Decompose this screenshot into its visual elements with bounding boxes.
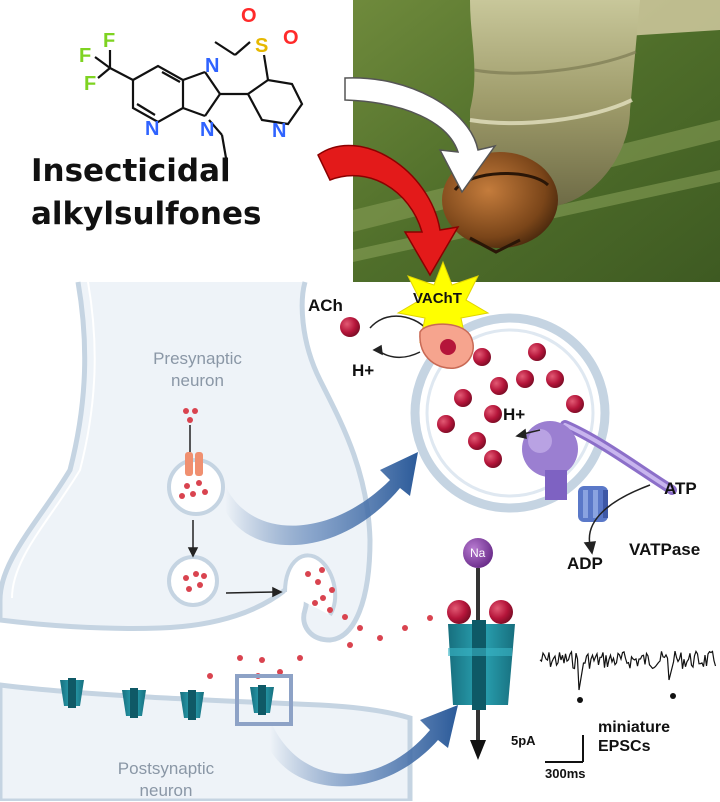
receptor-2: [122, 688, 146, 718]
receptor-3: [180, 690, 204, 720]
oxygen-atom-1: O: [241, 5, 257, 27]
caterpillar-photo: [353, 0, 720, 282]
sulfur-atom: S: [255, 35, 268, 57]
fluorine-atom-2: F: [103, 30, 115, 52]
vacht-transporter: [419, 323, 474, 369]
title-line-1: Insecticidal: [31, 153, 231, 189]
receptor-zoom-box: [235, 674, 293, 726]
nitrogen-atom-4: N: [272, 120, 286, 142]
blue-arrow-lower: [270, 705, 458, 787]
nitrogen-atom-2: N: [205, 55, 219, 77]
postsynaptic-label: Postsynaptic neuron: [106, 758, 226, 802]
epsc-trace: [539, 650, 717, 763]
adp-label: ADP: [567, 554, 603, 573]
molecule-atoms: F F F N N N N S O O: [79, 5, 299, 142]
postsynaptic-receptors: [60, 674, 293, 726]
vatpase-label: VATPase: [629, 540, 701, 559]
proton-out-label: H+: [352, 361, 375, 380]
sodium-label: Na: [470, 546, 486, 560]
curved-arrow-icon: [317, 77, 497, 277]
proton-in-label: H+: [503, 405, 526, 424]
blue-arrow-upper: [225, 452, 418, 546]
release-pathway-arrows: [187, 425, 283, 598]
receptor-1: [60, 678, 84, 708]
oxygen-atom-2: O: [283, 27, 299, 49]
alkylsulfone-molecule: [94, 41, 304, 159]
fluorine-atom-1: F: [79, 45, 91, 67]
postsynaptic-label-line-1: Postsynaptic: [117, 759, 215, 778]
title-line-2: alkylsulfones: [31, 196, 262, 232]
acetylcholine-molecules: [340, 317, 584, 468]
scale-current-label: 5pA: [511, 733, 536, 748]
presynaptic-label-line-2: neuron: [171, 371, 224, 390]
epsc-label-line-1: miniature: [598, 719, 671, 736]
receptor-4: [250, 685, 274, 715]
neurotransmitter-dots: [179, 408, 433, 679]
vesicle-filled: [167, 555, 219, 607]
epsc-label: miniature EPSCs: [598, 718, 670, 756]
ach-label: ACh: [308, 296, 343, 315]
vatpase-pump: [522, 420, 677, 522]
atp-label: ATP: [664, 479, 697, 498]
presynaptic-label: Presynaptic neuron: [140, 348, 255, 392]
fluorine-atom-3: F: [84, 73, 96, 95]
epsc-label-line-2: EPSCs: [598, 738, 651, 755]
sodium-channel: [447, 538, 515, 760]
vesicle-docked: [167, 452, 225, 516]
presynaptic-label-line-1: Presynaptic: [153, 349, 242, 368]
nitrogen-atom-1: N: [145, 118, 159, 140]
scale-time-label: 300ms: [545, 766, 586, 781]
postsynaptic-label-line-2: neuron: [139, 781, 193, 800]
vacht-label: VAChT: [413, 290, 462, 307]
nitrogen-atom-3: N: [200, 119, 214, 141]
